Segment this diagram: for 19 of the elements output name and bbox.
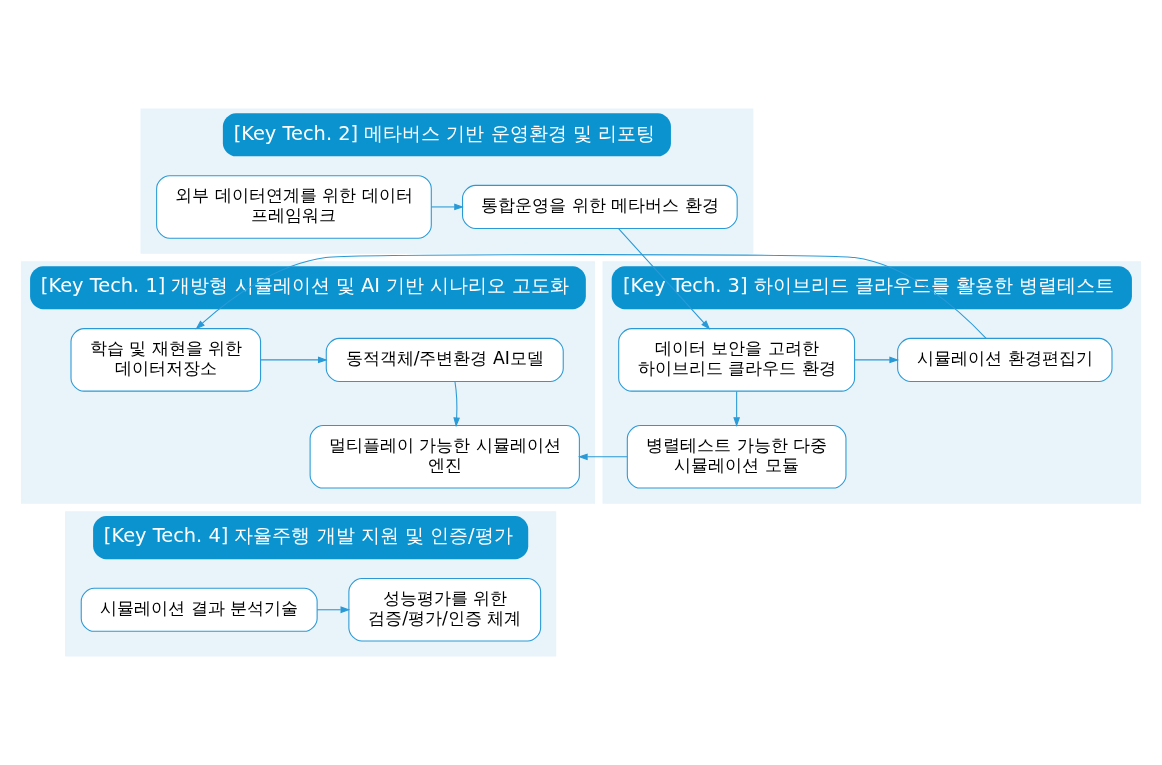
node-box: 성능평가를 위한 검증/평가/인증 체계 bbox=[348, 578, 542, 642]
arrow bbox=[733, 390, 741, 427]
arrow bbox=[577, 453, 628, 461]
node-box: 통합운영을 위한 메타버스 환경 bbox=[461, 184, 738, 229]
node-box: 학습 및 재현을 위한 데이터저장소 bbox=[70, 328, 262, 392]
node-box: 동적객체/주변환경 AI모델 bbox=[325, 337, 564, 382]
node-box: 멀티플레이 가능한 시뮬레이션 엔진 bbox=[309, 425, 580, 489]
node-box: 시뮬레이션 환경편집기 bbox=[897, 337, 1113, 382]
node-box: 외부 데이터연계를 위한 데이터 프레임워크 bbox=[156, 175, 432, 239]
node-box: 병렬테스트 가능한 다중 시뮬레이션 모듈 bbox=[626, 425, 847, 489]
arrow bbox=[453, 380, 461, 428]
arrow bbox=[618, 228, 711, 330]
arrow bbox=[430, 203, 464, 211]
arrow bbox=[260, 356, 328, 364]
node-box: 시뮬레이션 결과 분석기술 bbox=[80, 587, 318, 632]
arrow bbox=[195, 254, 987, 339]
node-box: 데이터 보안을 고려한 하이브리드 클라우드 환경 bbox=[618, 328, 856, 392]
arrow bbox=[854, 356, 900, 364]
arrow bbox=[316, 606, 351, 614]
